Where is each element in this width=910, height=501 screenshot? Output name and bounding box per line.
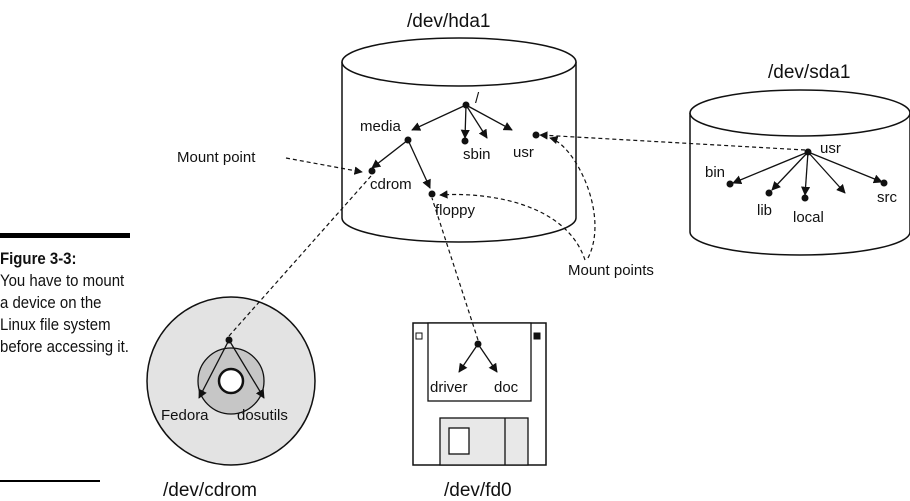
src-node (880, 179, 888, 187)
sbin-node (461, 137, 469, 145)
caption-top-rule (0, 233, 130, 238)
mount-point-annotation: Mount point (177, 149, 256, 166)
hda1-tree (371, 104, 513, 189)
cdrom-label: cdrom (370, 176, 412, 193)
cdrom-tree-nodes (225, 336, 233, 344)
caption-bottom-rule (0, 480, 100, 482)
fd0-device-label: /dev/fd0 (444, 480, 512, 501)
floppy-to-mount-line (431, 197, 479, 341)
mount-points-annotation: Mount points (568, 262, 654, 279)
driver-label: driver (430, 379, 468, 396)
sda1-usr-label: usr (820, 140, 841, 157)
bin-label: bin (705, 164, 725, 181)
lib-node (765, 189, 773, 197)
sbin-label: sbin (463, 146, 491, 163)
floppy-disk (412, 322, 547, 466)
hda1-tree-nodes (368, 101, 540, 198)
cdrom-to-mount-line (228, 175, 372, 337)
figure-label: Figure 3-3: (0, 249, 77, 268)
cdrom-tree (198, 339, 265, 399)
mount-points-pointer-floppy (439, 190, 586, 261)
sda1-usr-node (804, 148, 812, 156)
sda1-to-usr-line (539, 131, 806, 151)
sda1-tree (732, 151, 883, 196)
hda1-root-label: / (475, 90, 480, 107)
hda1-disk (341, 37, 577, 243)
dosutils-label: dosutils (237, 407, 288, 424)
cdrom-mount-node (368, 167, 376, 175)
fd0-tree (458, 343, 498, 373)
hda1-label: /dev/hda1 (407, 11, 490, 32)
cdrom-disc (146, 296, 316, 466)
sda1-tree-nodes (726, 148, 888, 202)
floppy-label: floppy (435, 202, 476, 219)
figure-caption: Figure 3-3: You have to mount a device o… (0, 233, 130, 358)
fd0-root-node (474, 340, 482, 348)
sda1-disk (689, 89, 910, 256)
hda1-root-node (462, 101, 470, 109)
media-label: media (360, 118, 402, 135)
bin-node (726, 180, 734, 188)
sda1-label: /dev/sda1 (768, 62, 850, 83)
cdrom-device-label: /dev/cdrom (163, 480, 257, 501)
media-node (404, 136, 412, 144)
mount-point-pointer (285, 157, 363, 175)
local-node (801, 194, 809, 202)
fd0-tree-nodes (474, 340, 482, 348)
floppy-mount-node (428, 190, 436, 198)
lib-label: lib (757, 202, 772, 219)
local-label: local (793, 209, 824, 226)
cdrom-root-node (225, 336, 233, 344)
figure-caption-text: You have to mount a device on the Linux … (0, 271, 129, 356)
mount-connectors (228, 131, 806, 341)
fedora-label: Fedora (161, 407, 209, 424)
hda1-usr-node (532, 131, 540, 139)
mount-points-pointer-usr (549, 136, 596, 259)
doc-label: doc (494, 379, 519, 396)
hda1-usr-label: usr (513, 144, 534, 161)
src-label: src (877, 189, 897, 206)
